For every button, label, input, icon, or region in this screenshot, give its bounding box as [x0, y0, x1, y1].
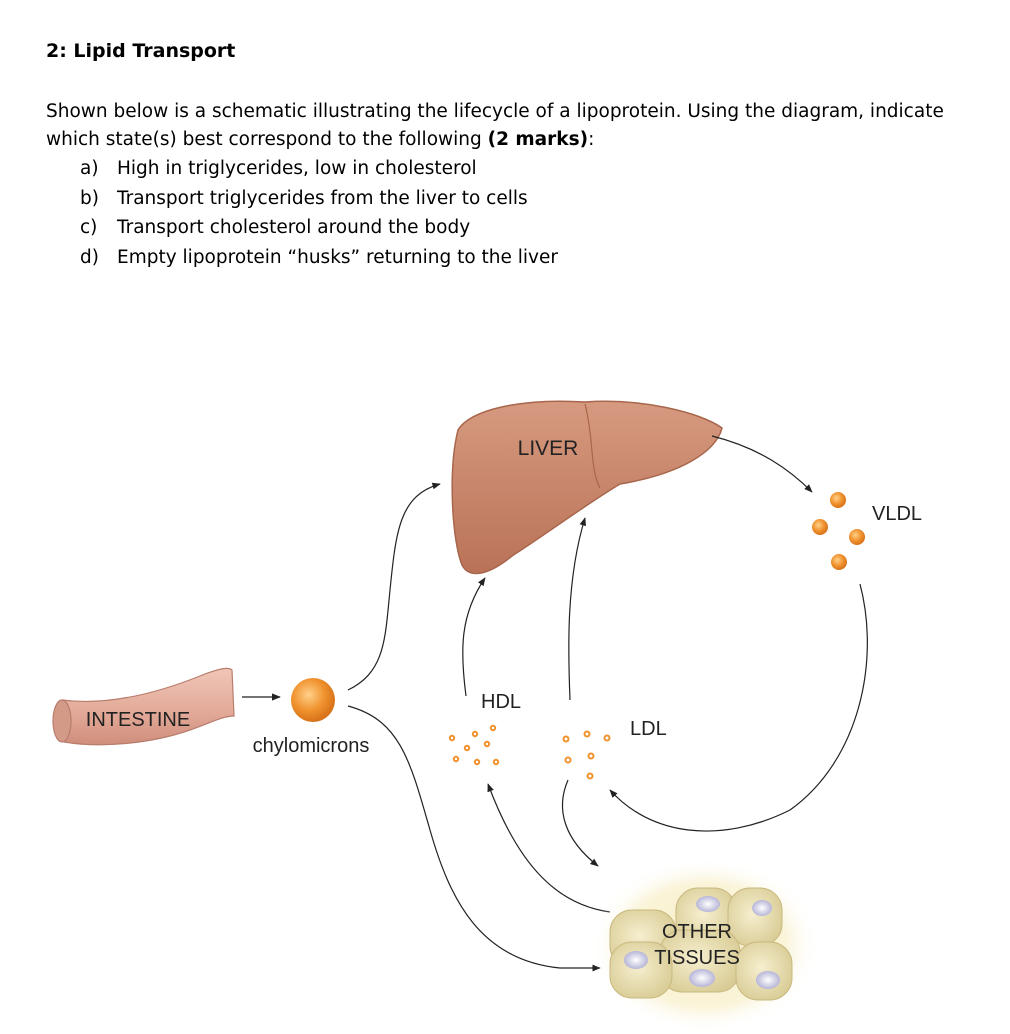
intro-colon: : [588, 129, 595, 150]
liver-label: LIVER [518, 437, 579, 460]
chylomicron-to-liver-arrow [347, 482, 441, 691]
question-item: b) Transport triglycerides from the liver… [80, 184, 558, 214]
question-marker: b) [80, 187, 99, 209]
hdl-particles [448, 724, 500, 766]
ldl-particles [562, 730, 611, 780]
chylomicron-to-tissues-arrow [347, 705, 601, 972]
intestine-label: INTESTINE [86, 709, 190, 731]
tissues-to-hdl-arrow [487, 783, 611, 913]
question-text: Transport cholesterol around the body [117, 217, 471, 238]
section-heading: 2: Lipid Transport [46, 40, 236, 62]
liver-to-vldl-arrow [711, 435, 813, 493]
question-list: a) High in triglycerides, low in choleste… [80, 154, 558, 272]
question-item: a) High in triglycerides, low in choleste… [80, 154, 558, 184]
other-tissues-label-line2: TISSUES [654, 947, 740, 969]
hdl-label: HDL [481, 691, 521, 713]
liver-organ [451, 400, 723, 575]
chylomicrons-label: chylomicrons [253, 735, 370, 757]
question-marker: c) [80, 217, 98, 238]
intestine-organ [52, 667, 235, 746]
ldl-to-liver-arrow [568, 517, 587, 701]
chylomicron-particle [291, 678, 335, 722]
question-marker: a) [80, 158, 99, 179]
vldl-label: VLDL [872, 503, 922, 525]
question-item: c) Transport cholesterol around the body [80, 213, 558, 243]
vldl-particles [812, 492, 865, 570]
question-text: Transport triglycerides from the liver t… [117, 187, 528, 209]
other-tissues-label-line1: OTHER [662, 921, 732, 943]
intro-marks: (2 marks) [487, 129, 589, 150]
question-item: d) Empty lipoprotein “husks” returning to… [80, 243, 558, 273]
vldl-to-ldl-arrow [609, 583, 868, 832]
question-text: High in triglycerides, low in cholestero… [117, 158, 477, 179]
ldl-label: LDL [630, 718, 667, 740]
question-text: Empty lipoprotein “husks” returning to t… [117, 246, 558, 268]
ldl-to-tissues-arrow [561, 779, 599, 867]
question-marker: d) [80, 246, 99, 268]
intro-text: Shown below is a schematic illustrating … [46, 101, 944, 150]
hdl-to-liver-arrow [462, 577, 486, 697]
other-tissues-cells [590, 857, 820, 1033]
intro-paragraph: Shown below is a schematic illustrating … [46, 98, 996, 154]
